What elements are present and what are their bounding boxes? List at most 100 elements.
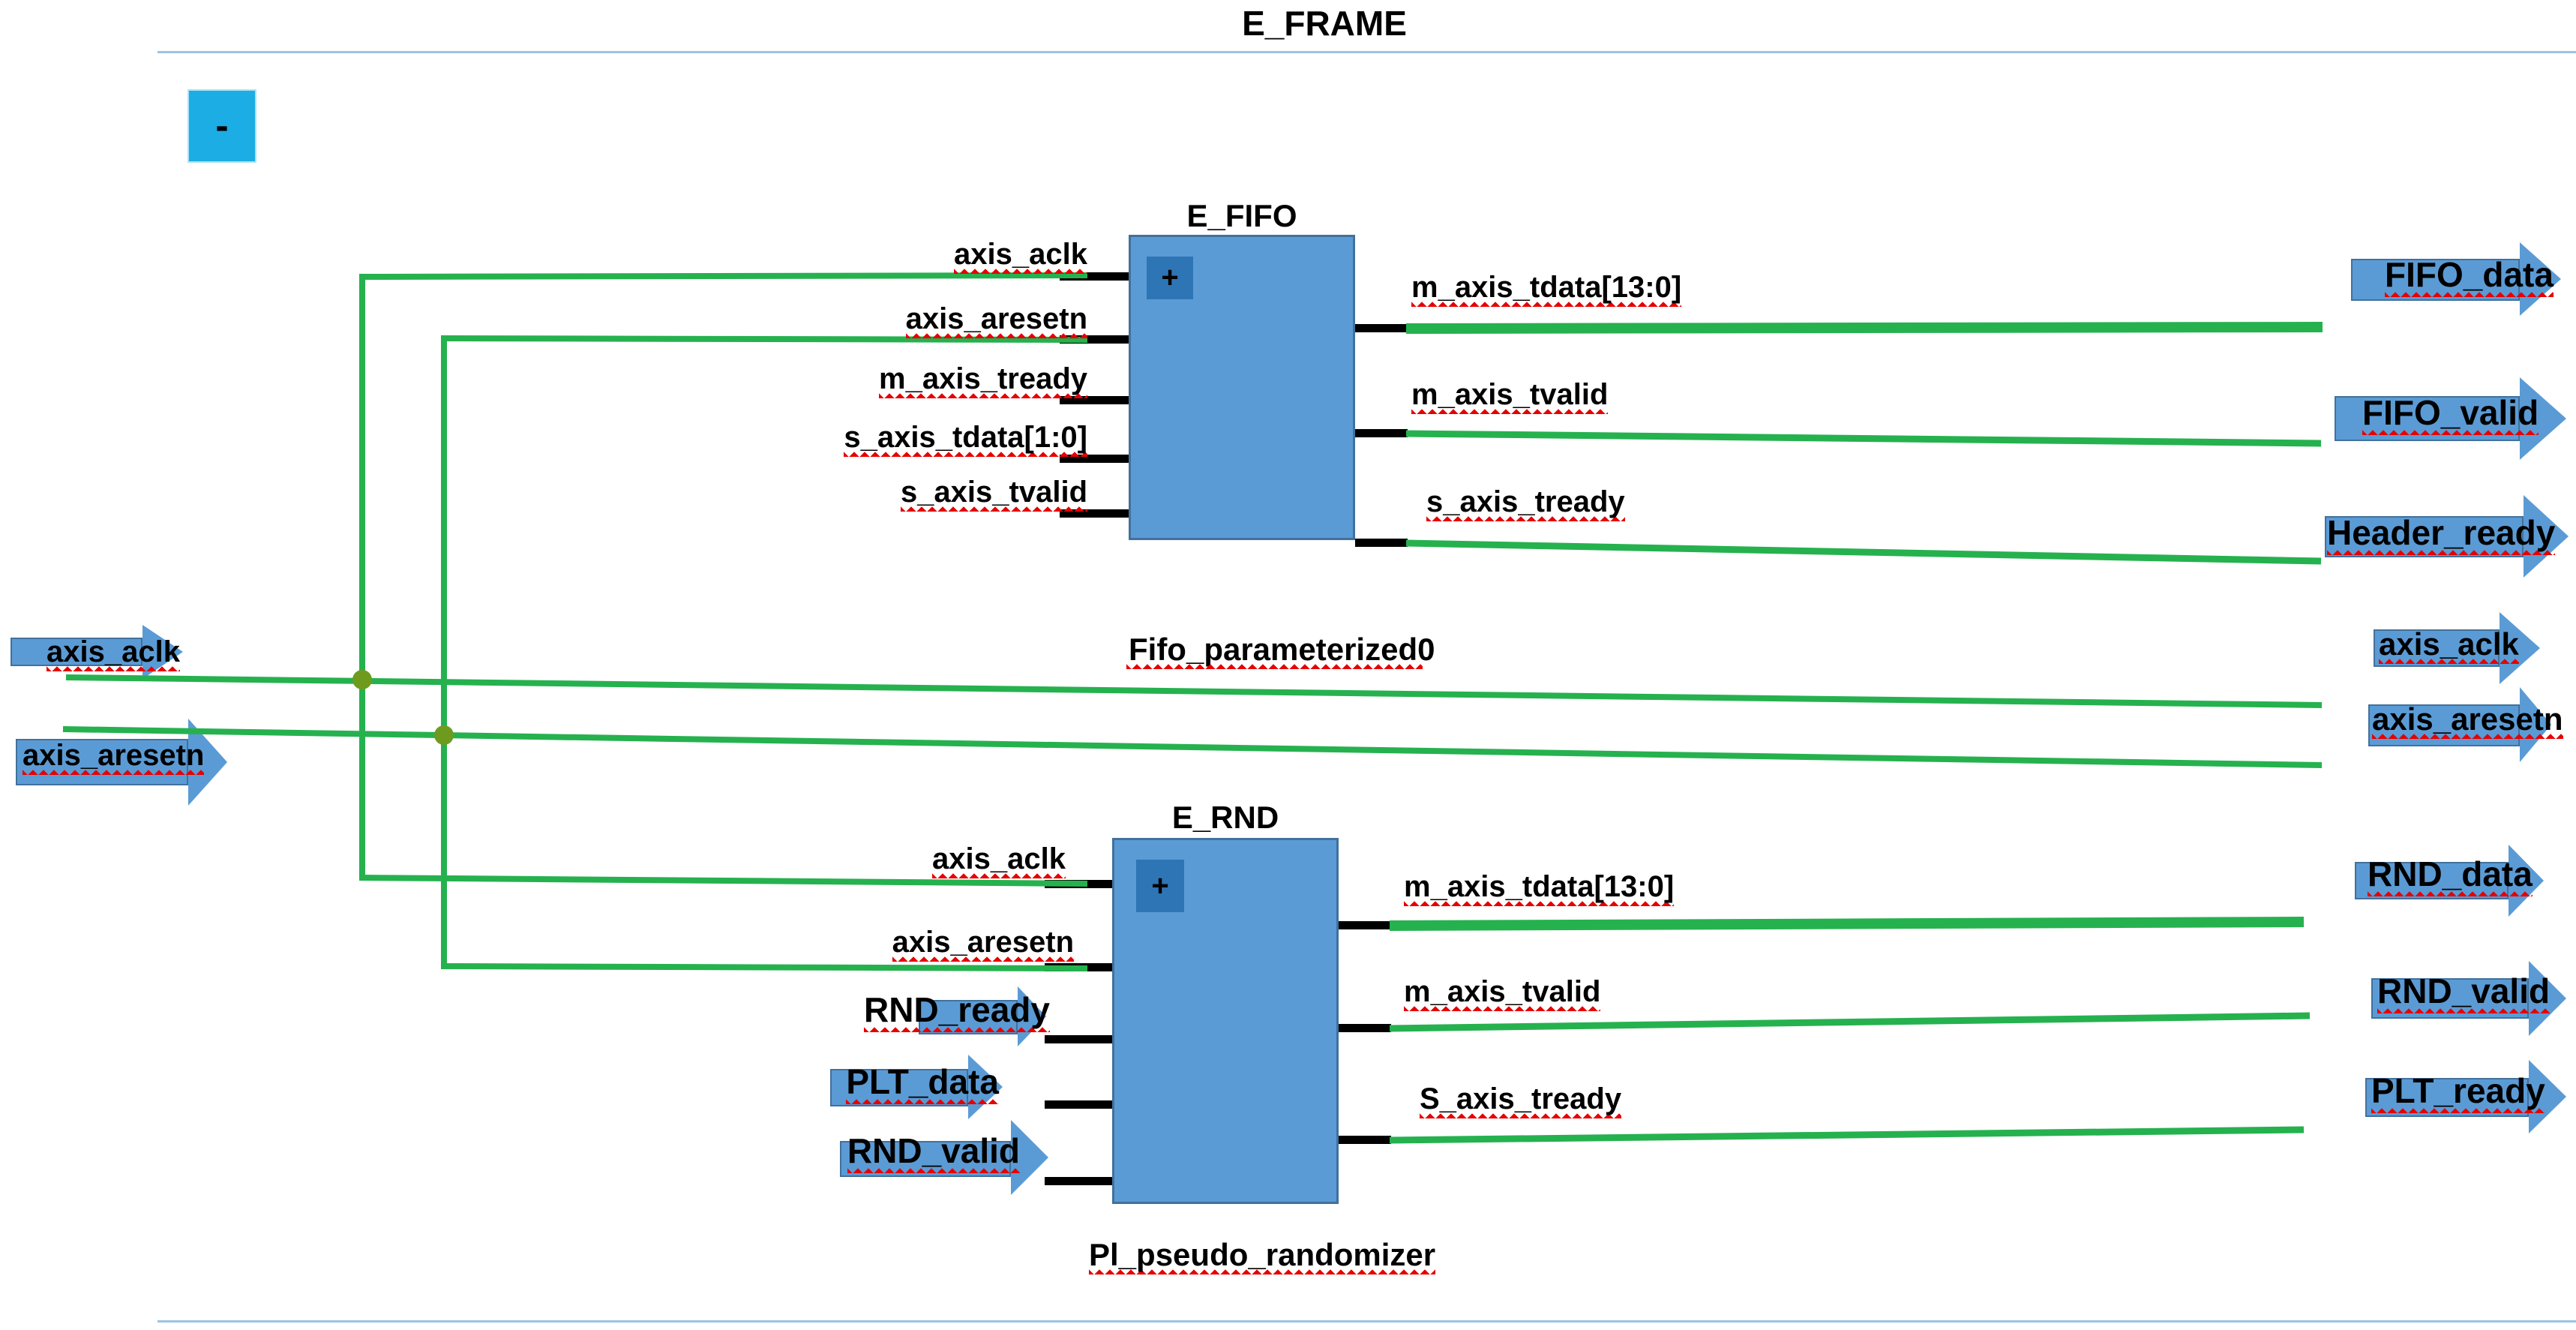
arrow-tip <box>2524 495 2569 578</box>
output-label-axis-aresetn: axis_aresetn <box>2372 702 2563 740</box>
squiggle <box>2362 429 2539 435</box>
junction-dot-aclk <box>352 670 372 689</box>
squiggle <box>1126 664 1423 669</box>
arrow-tip <box>2529 1060 2566 1133</box>
port-stub <box>1339 1136 1391 1144</box>
port-label-fifo-axis-aresetn: axis_aresetn <box>905 302 1087 339</box>
port-stub <box>1339 921 1391 929</box>
wire-rnd-m-axis-tvalid <box>1389 1012 2311 1032</box>
port-label-fifo-s-axis-tdata: s_axis_tdata[1:0] <box>844 421 1087 458</box>
output-label-rnd-valid: RND_valid <box>2377 972 2551 1013</box>
squiggle <box>2372 734 2563 740</box>
port-label-rnd-m-axis-tdata: m_axis_tdata[13:0] <box>1404 870 1675 907</box>
arrow-tip <box>2500 612 2540 684</box>
port-stub <box>1045 963 1112 971</box>
block-title-e-fifo: E_FIFO <box>1186 198 1297 233</box>
junction-dot-aresetn <box>434 725 454 745</box>
input-label-axis-aclk: axis_aclk <box>46 635 180 672</box>
wire-rnd-aclk-feed <box>358 875 1088 887</box>
output-label-header-ready: Header_ready <box>2327 514 2556 555</box>
block-title-e-rnd: E_RND <box>1171 800 1279 835</box>
port-label-fifo-m-axis-tready: m_axis_tready <box>879 362 1087 399</box>
port-stub <box>1355 324 1408 332</box>
port-stub <box>1060 396 1129 404</box>
port-label-fifo-s-axis-tready: s_axis_tready <box>1426 485 1625 522</box>
arrow-tip <box>968 1055 1003 1119</box>
squiggle <box>1411 302 1682 308</box>
collapse-outline-button[interactable]: - <box>187 89 256 163</box>
port-label-fifo-axis-aclk: axis_aclk <box>954 238 1087 275</box>
arrow-tip <box>1018 986 1046 1046</box>
wire-axis-aclk-horizontal <box>65 674 2323 708</box>
squiggle <box>954 269 1087 275</box>
output-label-plt-ready: PLT_ready <box>2371 1072 2545 1113</box>
port-stub <box>1060 335 1129 344</box>
wire-fifo-s-axis-tready <box>1405 539 2322 565</box>
wire-fifo-aclk-feed <box>358 272 1088 280</box>
output-arrow-axis-aresetn[interactable] <box>2368 687 2553 762</box>
wire-axis-aresetn-horizontal <box>62 726 2323 768</box>
squiggle <box>2377 1007 2551 1013</box>
squiggle <box>1404 1006 1601 1012</box>
minus-icon: - <box>215 104 229 148</box>
arrow-tip <box>2520 242 2561 316</box>
squiggle <box>1426 516 1625 522</box>
arrow-tip <box>2520 687 2551 762</box>
squiggle <box>2371 1107 2545 1113</box>
arrow-body <box>10 638 142 666</box>
squiggle <box>2368 890 2533 896</box>
squiggle <box>22 770 205 776</box>
port-label-plt-data: PLT_data <box>846 1063 999 1104</box>
output-label-fifo-data: FIFO_data <box>2385 256 2554 297</box>
wire-rnd-aresetn-feed <box>440 963 1088 971</box>
block-instance-e-fifo: Fifo_parameterized0 <box>1129 632 1435 667</box>
output-label-rnd-data: RND_data <box>2368 855 2533 896</box>
squiggle <box>844 452 1087 458</box>
port-stub <box>1045 1035 1112 1043</box>
port-label-rnd-axis-aclk: axis_aclk <box>932 842 1066 879</box>
plus-icon: + <box>1161 261 1179 294</box>
squiggle <box>2327 549 2556 555</box>
squiggle <box>892 956 1074 962</box>
squiggle <box>1089 1269 1436 1275</box>
squiggle <box>1420 1113 1622 1119</box>
squiggle <box>846 1098 999 1104</box>
port-label-fifo-m-axis-tvalid: m_axis_tvalid <box>1411 378 1609 415</box>
squiggle <box>847 1167 1020 1173</box>
wire-fifo-m-axis-tvalid <box>1405 430 2322 447</box>
squiggle <box>1411 409 1609 415</box>
wire-rnd-m-axis-tdata <box>1389 917 2305 931</box>
port-label-rnd-m-axis-tvalid: m_axis_tvalid <box>1404 975 1601 1012</box>
port-stub <box>1060 509 1129 518</box>
arrow-tip <box>2529 961 2566 1036</box>
squiggle <box>46 666 180 672</box>
output-arrow-axis-aclk[interactable] <box>2374 612 2542 684</box>
squiggle <box>879 393 1087 399</box>
port-stub <box>1339 1024 1391 1032</box>
output-label-axis-aclk: axis_aclk <box>2379 627 2519 665</box>
plus-icon: + <box>1151 869 1169 902</box>
squiggle <box>2385 291 2554 297</box>
port-stub <box>1060 455 1129 463</box>
port-stub <box>1045 880 1112 888</box>
wire-fifo-aresetn-feed <box>440 335 1088 343</box>
wire-fifo-m-axis-tdata <box>1405 322 2323 334</box>
port-label-fifo-s-axis-tvalid: s_axis_tvalid <box>900 476 1087 512</box>
page-title: E_FRAME <box>1242 4 1407 43</box>
arrow-tip <box>1011 1120 1048 1195</box>
arrow-body <box>2368 704 2520 746</box>
port-label-rnd-valid-in: RND_valid <box>847 1132 1020 1173</box>
top-divider <box>157 51 2576 53</box>
block-instance-e-rnd: Pl_pseudo_randomizer <box>1089 1238 1436 1275</box>
arrow-tip <box>2520 377 2566 460</box>
port-stub <box>1060 272 1129 281</box>
port-stub <box>1355 429 1408 437</box>
squiggle <box>900 506 1087 512</box>
port-label-rnd-ready: RND_ready <box>864 991 1050 1032</box>
expand-e-rnd-button[interactable]: + <box>1136 860 1184 912</box>
arrow-tip <box>2509 845 2544 917</box>
output-label-fifo-valid: FIFO_valid <box>2362 394 2539 435</box>
expand-e-fifo-button[interactable]: + <box>1147 257 1193 299</box>
squiggle <box>2379 659 2519 665</box>
